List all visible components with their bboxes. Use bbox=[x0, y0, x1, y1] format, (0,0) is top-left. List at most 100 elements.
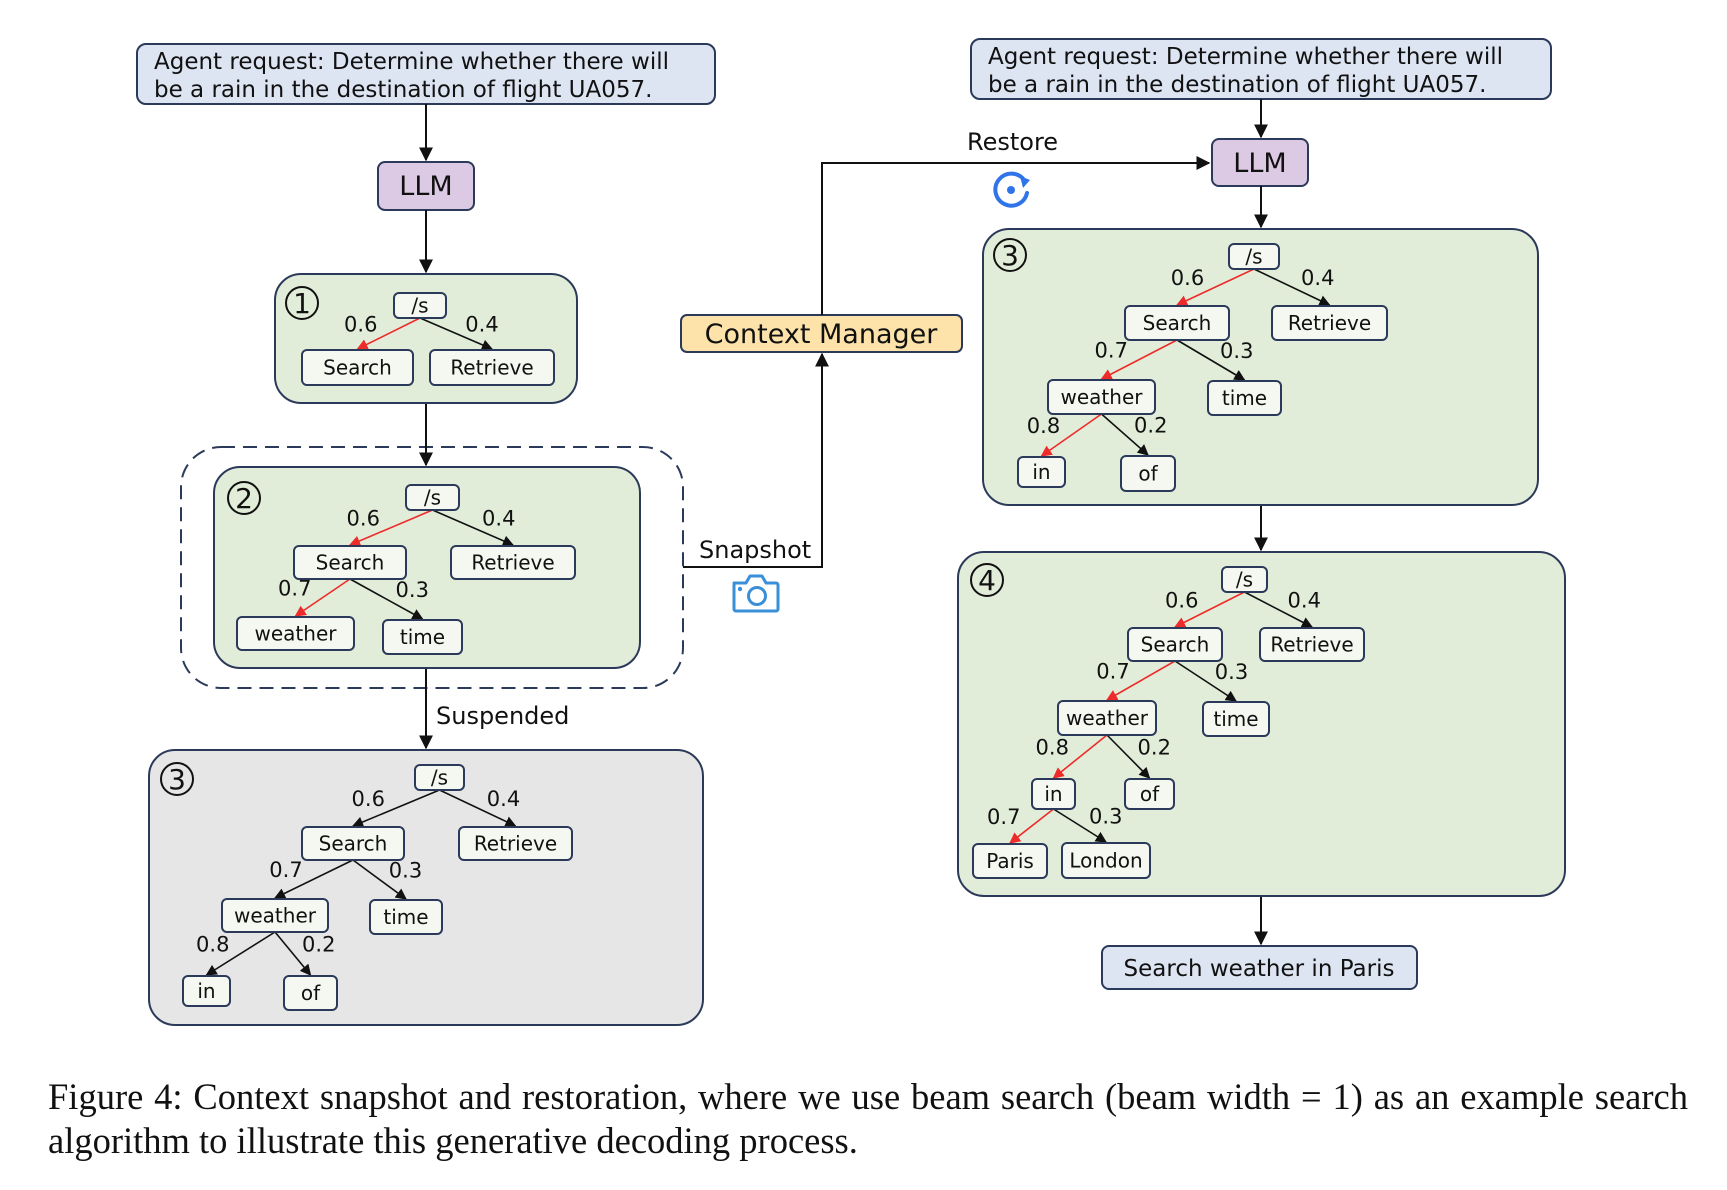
token-node-of: of bbox=[1120, 455, 1176, 492]
suspended-label: Suspended bbox=[436, 702, 569, 730]
edge-probability-s-search: 0.6 bbox=[1165, 589, 1198, 613]
chosen-edge-weather-in bbox=[1040, 413, 1102, 457]
token-label: weather bbox=[234, 904, 317, 928]
left-request-box: Agent request: Determine whether there w… bbox=[136, 43, 716, 105]
right-llm-box: LLM bbox=[1211, 138, 1309, 187]
token-label: /s bbox=[1236, 568, 1253, 592]
edge-probability-search-time: 0.3 bbox=[396, 578, 429, 602]
token-label: in bbox=[197, 979, 215, 1003]
token-label: Retrieve bbox=[1288, 311, 1371, 335]
token-node-time: time bbox=[382, 619, 463, 655]
edge-search-weather bbox=[273, 859, 354, 899]
panel-background bbox=[982, 228, 1539, 506]
step-badge: 3 bbox=[160, 762, 194, 796]
figure-caption: Figure 4: Context snapshot and restorati… bbox=[48, 1076, 1688, 1161]
right-request-box: Agent request: Determine whether there w… bbox=[970, 38, 1552, 100]
token-label: /s bbox=[431, 766, 448, 790]
chosen-edge-search-weather bbox=[1106, 660, 1176, 701]
token-node-s: /s bbox=[405, 484, 460, 511]
edge-probability-s-search: 0.6 bbox=[347, 507, 380, 531]
token-label: /s bbox=[424, 486, 441, 510]
edge-s-retrieve bbox=[419, 317, 494, 351]
token-label: London bbox=[1069, 849, 1142, 873]
token-label: /s bbox=[411, 294, 428, 318]
chosen-edge-s-search bbox=[1175, 268, 1255, 306]
token-node-time: time bbox=[1207, 380, 1282, 416]
right-request-line-1: Agent request: Determine whether there w… bbox=[988, 44, 1503, 70]
edge-probability-s-retrieve: 0.4 bbox=[1301, 266, 1334, 290]
edge-probability-search-weather: 0.7 bbox=[269, 858, 302, 882]
restore-arrow bbox=[821, 156, 1211, 315]
right-request-line-2: be a rain in the destination of flight U… bbox=[988, 72, 1486, 98]
token-node-search: Search bbox=[301, 349, 414, 386]
step-number: 4 bbox=[978, 564, 996, 597]
edge-probability-s-retrieve: 0.4 bbox=[1288, 589, 1321, 613]
snapshot-region-outline bbox=[180, 446, 684, 689]
token-node-s: /s bbox=[1221, 566, 1268, 593]
edge-probability-s-retrieve: 0.4 bbox=[482, 507, 515, 531]
edge-weather-of bbox=[1100, 413, 1149, 456]
edge-probability-search-weather: 0.7 bbox=[1095, 339, 1128, 363]
edge-search-time bbox=[349, 578, 424, 620]
token-label: Search bbox=[319, 832, 388, 856]
token-label: Retrieve bbox=[1270, 633, 1353, 657]
token-node-retrieve: Retrieve bbox=[1259, 627, 1365, 662]
token-label: Search bbox=[316, 551, 385, 575]
token-label: weather bbox=[255, 622, 338, 646]
edge-probability-weather-in: 0.8 bbox=[1027, 414, 1060, 438]
chosen-edge-s-search bbox=[348, 509, 433, 547]
edge-probability-in-london: 0.3 bbox=[1089, 805, 1122, 829]
edge-search-time bbox=[352, 859, 407, 900]
token-label: of bbox=[1138, 462, 1158, 486]
token-label: Search bbox=[1143, 311, 1212, 335]
left-llm-label: LLM bbox=[399, 171, 452, 202]
left-request-line-1: Agent request: Determine whether there w… bbox=[154, 49, 669, 75]
edge-probability-weather-of: 0.2 bbox=[302, 933, 335, 957]
token-node-weather: weather bbox=[1047, 379, 1156, 415]
camera-icon bbox=[732, 574, 780, 613]
token-node-in: in bbox=[1031, 778, 1076, 810]
left-request-line-2: be a rain in the destination of flight U… bbox=[154, 77, 652, 103]
chosen-edge-weather-in bbox=[1052, 734, 1108, 779]
edge-weather-of bbox=[274, 931, 312, 976]
edge-s-retrieve bbox=[432, 509, 515, 547]
edge-probability-search-weather: 0.7 bbox=[1096, 660, 1129, 684]
token-node-of: of bbox=[283, 975, 338, 1011]
token-node-in: in bbox=[182, 975, 231, 1007]
token-label: weather bbox=[1066, 706, 1149, 730]
token-label: /s bbox=[1245, 245, 1262, 269]
edge-search-time bbox=[1176, 339, 1246, 381]
snapshot-arrow bbox=[683, 352, 829, 568]
edge-probability-in-paris: 0.7 bbox=[987, 805, 1020, 829]
token-node-search: Search bbox=[293, 545, 407, 580]
token-label: of bbox=[1140, 782, 1160, 806]
token-node-search: Search bbox=[301, 826, 405, 861]
token-node-s: /s bbox=[1228, 243, 1280, 270]
token-node-in: in bbox=[1017, 456, 1066, 488]
token-node-weather: weather bbox=[236, 616, 355, 651]
token-node-retrieve: Retrieve bbox=[429, 349, 555, 386]
edge-probability-search-weather: 0.7 bbox=[278, 577, 311, 601]
result-box: Search weather in Paris bbox=[1101, 945, 1418, 990]
token-label: Retrieve bbox=[450, 356, 533, 380]
edge-probability-s-retrieve: 0.4 bbox=[465, 313, 498, 337]
edge-s-retrieve bbox=[439, 789, 517, 827]
token-label: Paris bbox=[986, 849, 1034, 873]
token-label: time bbox=[1213, 707, 1258, 731]
context-manager-box[interactable]: Context Manager bbox=[680, 314, 963, 353]
chosen-edge-search-weather bbox=[294, 578, 351, 617]
token-node-retrieve: Retrieve bbox=[1271, 305, 1388, 341]
edge-weather-in bbox=[205, 931, 276, 976]
edge-probability-search-time: 0.3 bbox=[1215, 660, 1248, 684]
edge-s-retrieve bbox=[1253, 268, 1331, 306]
token-node-london: London bbox=[1061, 842, 1151, 879]
edge-probability-weather-in: 0.8 bbox=[196, 933, 229, 957]
token-label: weather bbox=[1061, 385, 1144, 409]
token-label: Retrieve bbox=[471, 551, 554, 575]
edge-probability-search-time: 0.3 bbox=[1220, 339, 1253, 363]
token-label: time bbox=[1222, 386, 1267, 410]
restore-label: Restore bbox=[967, 128, 1058, 156]
